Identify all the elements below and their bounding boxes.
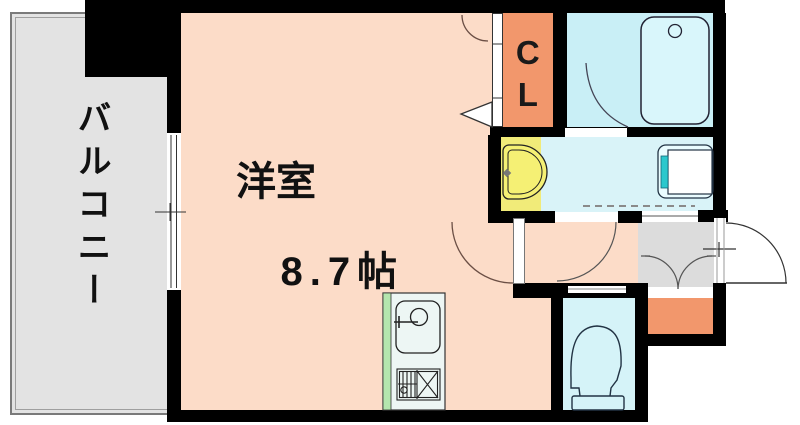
folding-closet-door bbox=[492, 13, 503, 127]
washbasin-icon bbox=[502, 144, 548, 200]
toilet-room-area bbox=[563, 297, 635, 410]
main-room-door-opening bbox=[513, 218, 525, 284]
closet-area bbox=[502, 13, 555, 127]
washing-machine-pan-icon bbox=[657, 144, 714, 199]
kitchen-unit-icon bbox=[382, 292, 446, 411]
hallway-area bbox=[513, 218, 638, 288]
bathroom-door-opening bbox=[565, 128, 627, 137]
shoe-cabinet-doors-icon bbox=[641, 255, 716, 290]
bathroom-door-arc bbox=[585, 62, 629, 128]
sliding-window-icon bbox=[155, 135, 186, 288]
entrance-handle-mark bbox=[703, 242, 736, 257]
closet-door-icon bbox=[459, 14, 503, 128]
toilet-icon bbox=[570, 325, 625, 411]
room-name: 洋室 bbox=[236, 160, 316, 204]
balcony-area bbox=[10, 12, 180, 415]
entry-step bbox=[648, 287, 716, 300]
entry-area bbox=[638, 215, 718, 290]
washroom-door-opening bbox=[555, 212, 618, 222]
gas-stove-icon bbox=[396, 368, 441, 401]
main-room-label: 洋室 8.7帖 bbox=[236, 160, 404, 339]
shoe-cabinet bbox=[648, 298, 716, 334]
closet-label: CL bbox=[509, 34, 547, 118]
main-room-door-arc bbox=[451, 221, 514, 284]
kitchen-sink-icon bbox=[394, 300, 441, 354]
bathtub-icon bbox=[640, 16, 710, 125]
entrance-door-icon bbox=[716, 218, 787, 284]
room-area: 8.7帖 bbox=[280, 249, 405, 294]
washroom-door-arc bbox=[556, 221, 617, 282]
balcony-label: バルコニー bbox=[72, 100, 110, 315]
